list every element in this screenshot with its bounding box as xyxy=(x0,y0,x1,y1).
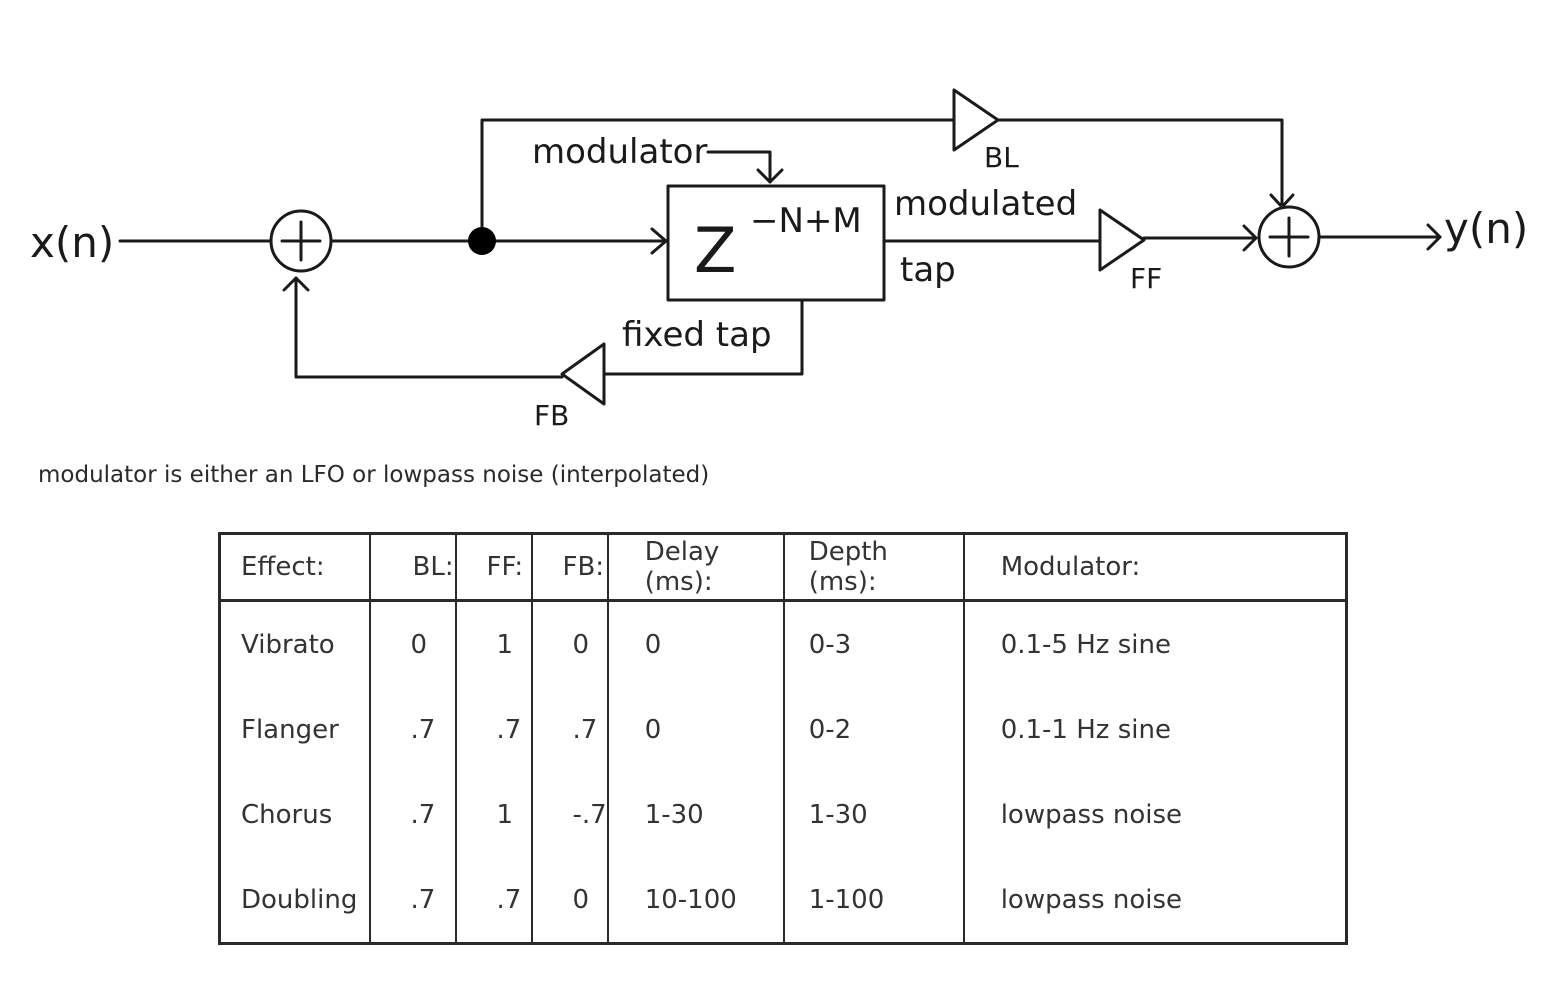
fixed-tap-label: fixed tap xyxy=(622,315,772,355)
table-row: Chorus .7 1 -.7 1-30 1-30 lowpass noise xyxy=(220,772,1347,857)
modulator-caption: modulator is either an LFO or lowpass no… xyxy=(38,462,710,488)
blend-path-line-b xyxy=(996,118,1284,209)
feedback-return-line xyxy=(294,276,564,379)
feedback-arrowhead xyxy=(282,276,310,292)
blend-path-line-a xyxy=(480,118,956,243)
table-row: Doubling .7 .7 0 10-100 1-100 lowpass no… xyxy=(220,857,1347,944)
output-label: y(n) xyxy=(1444,204,1528,253)
header-fb: FB: xyxy=(530,533,608,602)
delay-line-block xyxy=(666,184,886,302)
cell-delay: 0 xyxy=(606,600,784,687)
ff-amplifier-triangle xyxy=(1098,208,1146,272)
cell-ff: .7 xyxy=(454,687,532,772)
junction-dot xyxy=(468,227,496,255)
modulator-arrowhead xyxy=(756,168,784,184)
input-label: x(n) xyxy=(30,218,114,267)
fb-gain-label: FB xyxy=(534,399,569,432)
cell-depth: 0-2 xyxy=(782,687,964,772)
cell-ff: 1 xyxy=(454,600,532,687)
fb-amplifier-triangle xyxy=(560,342,606,406)
input-summer-node xyxy=(269,209,333,273)
cell-depth: 0-3 xyxy=(782,600,964,687)
header-ff: FF: xyxy=(454,533,532,602)
header-modulator: Modulator: xyxy=(962,533,1347,602)
cell-delay: 1-30 xyxy=(606,772,784,857)
cell-delay: 0 xyxy=(606,687,784,772)
cell-bl: .7 xyxy=(368,857,456,944)
cell-effect: Doubling xyxy=(241,884,358,915)
cell-effect: Flanger xyxy=(241,714,339,745)
table-row: Flanger .7 .7 .7 0 0-2 0.1-1 Hz sine xyxy=(220,687,1347,772)
cell-fb: -.7 xyxy=(530,772,608,857)
ff-arrowhead xyxy=(1242,224,1258,252)
bl-amplifier-triangle xyxy=(952,88,1000,152)
modulated-tap-label-line2: tap xyxy=(900,250,956,290)
cell-modulator: lowpass noise xyxy=(962,772,1347,857)
cell-fb: 0 xyxy=(530,600,608,687)
header-bl: BL: xyxy=(368,533,456,602)
effects-parameter-table: Effect: BL: FF: FB: Delay (ms): Depth (m… xyxy=(218,532,1348,945)
modulator-label: modulator xyxy=(532,132,707,172)
fixed-tap-line xyxy=(602,298,804,376)
output-summer-node xyxy=(1257,205,1321,269)
header-depth: Depth (ms): xyxy=(782,533,964,602)
modulated-tap-label-line1: modulated xyxy=(894,184,1077,224)
table-header-row: Effect: BL: FF: FB: Delay (ms): Depth (m… xyxy=(219,533,1347,602)
cell-ff: 1 xyxy=(454,772,532,857)
cell-fb: .7 xyxy=(530,687,608,772)
cell-bl: .7 xyxy=(368,772,456,857)
bl-gain-label: BL xyxy=(984,141,1019,174)
delay-base-label: Z xyxy=(694,214,736,287)
delay-input-arrowhead xyxy=(650,227,668,255)
cell-effect: Chorus xyxy=(241,799,333,830)
ff-gain-label: FF xyxy=(1130,262,1162,295)
cell-depth: 1-100 xyxy=(782,857,964,944)
cell-bl: .7 xyxy=(368,687,456,772)
delay-exponent-label: −N+M xyxy=(750,201,862,241)
cell-modulator: 0.1-1 Hz sine xyxy=(962,687,1347,772)
output-arrowhead xyxy=(1426,223,1442,251)
modulator-arrow-line xyxy=(706,150,772,184)
cell-modulator: lowpass noise xyxy=(962,857,1347,944)
cell-depth: 1-30 xyxy=(782,772,964,857)
cell-bl: 0 xyxy=(368,600,456,687)
table-row: Vibrato 0 1 0 0 0-3 0.1-5 Hz sine xyxy=(220,600,1347,687)
cell-fb: 0 xyxy=(530,857,608,944)
cell-delay: 10-100 xyxy=(606,857,784,944)
cell-effect: Vibrato xyxy=(241,629,335,660)
header-delay: Delay (ms): xyxy=(606,533,784,602)
effect-block-diagram: x(n) y(n) modulator Z −N+M modulated tap… xyxy=(30,88,1528,432)
cell-modulator: 0.1-5 Hz sine xyxy=(962,600,1347,687)
cell-ff: .7 xyxy=(454,857,532,944)
header-effect: Effect: xyxy=(219,533,370,602)
